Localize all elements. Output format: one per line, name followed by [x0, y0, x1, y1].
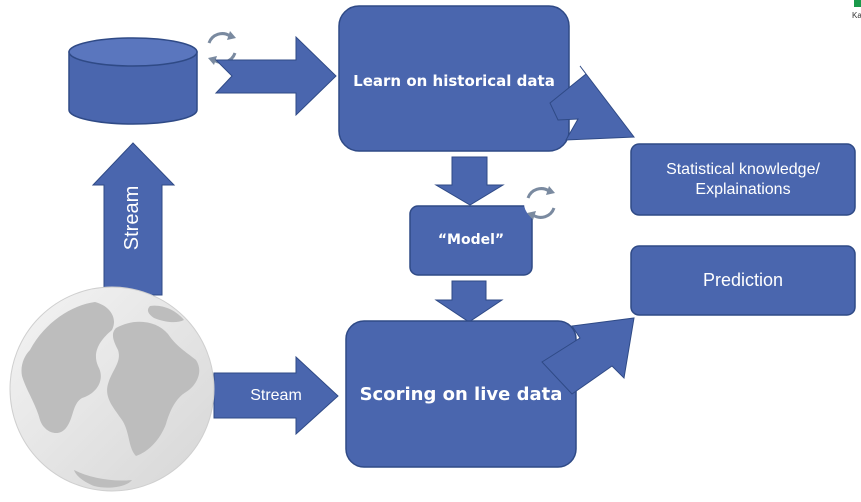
- stream-right-label: Stream: [250, 387, 302, 405]
- model-box: [409, 205, 533, 276]
- stats-box: [630, 143, 856, 216]
- arrow-model-to-scoring: [434, 280, 504, 323]
- corner-mark: [854, 0, 861, 7]
- scoring-box: [345, 320, 577, 468]
- arrow-db-to-learn: [214, 35, 337, 117]
- refresh-cycle-icon-model: [524, 186, 558, 220]
- arrow-stream-right: [213, 355, 339, 436]
- arrow-scoring-to-prediction: [541, 317, 635, 395]
- stats-box-label: Statistical knowledge/ Explainations: [631, 144, 855, 215]
- arrow-learn-to-model: [434, 156, 505, 206]
- scoring-box-label: Scoring on live data: [359, 384, 563, 405]
- arrow-stream-up: [91, 142, 176, 296]
- stream-up-label: Stream: [121, 185, 143, 251]
- arrow-learn-to-stats: [549, 65, 635, 141]
- corner-label: Ka: [852, 11, 861, 20]
- globe-icon: [9, 286, 215, 492]
- learn-box: [338, 5, 570, 152]
- database-cylinder-icon: [68, 37, 198, 125]
- model-box-label: “Model”: [437, 232, 505, 249]
- prediction-box: [630, 245, 856, 316]
- prediction-box-label: Prediction: [702, 269, 784, 290]
- stats-line-1: Statistical knowledge/: [666, 161, 820, 179]
- stats-line-2: Explainations: [695, 180, 791, 198]
- learn-box-label: Learn on historical data: [353, 72, 555, 90]
